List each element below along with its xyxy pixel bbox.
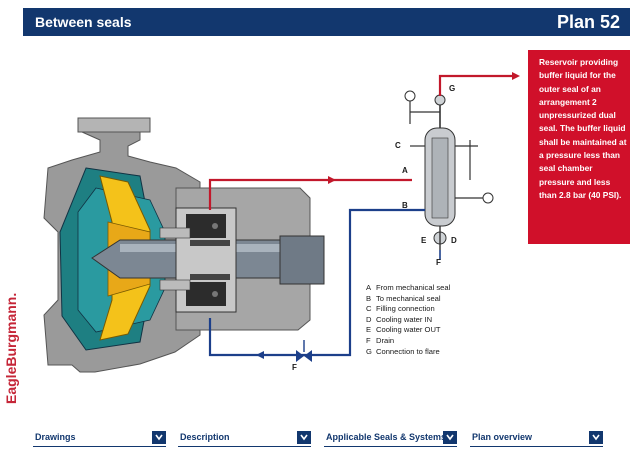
label-d: D [451, 236, 457, 245]
header-band [23, 8, 630, 36]
mechanical-seal [159, 207, 237, 313]
nav-plan-overview[interactable]: Plan overview [470, 428, 603, 447]
nav-drawings[interactable]: Drawings [33, 428, 166, 447]
buffer-reservoir [404, 90, 494, 250]
label-e: E [421, 236, 427, 245]
nav-description[interactable]: Description [178, 428, 311, 447]
label-f-reservoir: F [436, 258, 441, 267]
brand-logo: EagleBurgmann. [1, 286, 23, 406]
nav-applicable-seals[interactable]: Applicable Seals & Systems [324, 428, 457, 447]
logo-text: EagleBurgmann. [3, 292, 19, 404]
plan-title: Plan 52 [556, 12, 620, 32]
description-panel: Reservoir providing buffer liquid for th… [528, 50, 630, 244]
nav-drawings-label: Drawings [35, 432, 76, 442]
header-bar: Between seals Plan 52 [0, 0, 638, 38]
nav-overview-label: Plan overview [472, 432, 533, 442]
chevron-down-icon[interactable] [297, 431, 311, 444]
section-title: Between seals [35, 14, 132, 30]
chevron-down-icon[interactable] [152, 431, 166, 444]
label-b: B [402, 201, 408, 210]
flow-lines [208, 72, 520, 362]
label-f-drain: F [292, 363, 297, 372]
label-c: C [395, 141, 401, 150]
chevron-down-icon[interactable] [443, 431, 457, 444]
label-a: A [402, 166, 408, 175]
label-g: G [449, 84, 455, 93]
chevron-down-icon[interactable] [589, 431, 603, 444]
nav-applicable-label: Applicable Seals & Systems [326, 432, 447, 442]
nav-description-label: Description [180, 432, 230, 442]
description-text: Reservoir providing buffer liquid for th… [539, 57, 627, 200]
bottom-nav: Drawings Description Applicable Seals & … [0, 424, 638, 454]
